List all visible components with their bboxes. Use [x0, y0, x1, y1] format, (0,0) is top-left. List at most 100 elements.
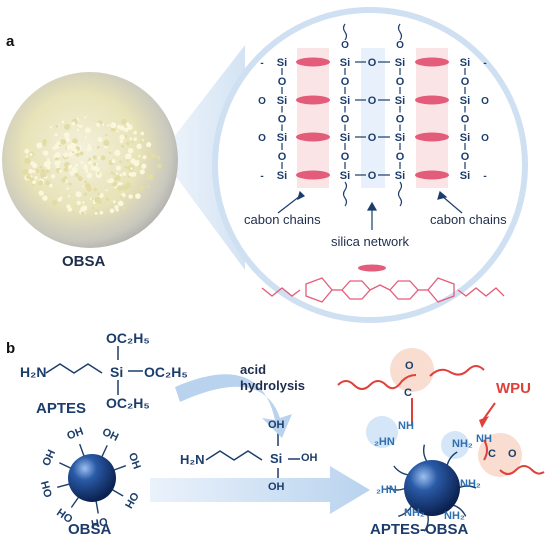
powder-grain — [140, 140, 144, 144]
powder-grain — [86, 146, 93, 152]
aptes-amine: H₂N — [20, 364, 47, 380]
o-atom: O — [396, 151, 405, 163]
product-nh2-right: NH₂ — [460, 478, 481, 490]
powder-grain — [32, 180, 37, 184]
carbon-chain-mark — [296, 170, 330, 180]
hydroxyl-bond — [112, 465, 127, 472]
o-atom: O — [278, 114, 287, 126]
carbon-chain-mark — [415, 170, 449, 180]
hydrolysis-label-1: acid — [240, 362, 267, 377]
hydroxyl-bond — [70, 495, 80, 508]
o-atom: O — [461, 151, 470, 163]
powder-grain — [119, 134, 125, 141]
powder-grain — [94, 197, 101, 204]
powder-grain — [57, 197, 62, 202]
si-atom: Si — [460, 57, 470, 69]
powder-grain — [97, 172, 100, 175]
powder-grain — [63, 167, 68, 172]
powder-grain — [55, 124, 59, 128]
silanol-oh-right: OH — [301, 452, 318, 464]
powder-grain — [68, 164, 73, 169]
carbon-band — [416, 48, 448, 188]
silanol-molecule — [205, 433, 300, 482]
powder-grain — [105, 189, 108, 192]
powder-grain — [111, 159, 116, 164]
powder-grain — [68, 182, 72, 186]
powder-grain — [133, 137, 137, 141]
powder-grain — [110, 171, 114, 175]
powder-grain — [157, 163, 162, 169]
powder-grain — [87, 144, 91, 147]
silanol-oh-top: OH — [268, 419, 285, 431]
powder-grain — [96, 122, 101, 127]
aptes-si: Si — [110, 364, 124, 380]
powder-grain — [123, 127, 129, 133]
powder-grain — [148, 152, 155, 159]
wpu-bond — [483, 439, 488, 461]
powder-grain — [49, 126, 53, 129]
powder-grain — [83, 192, 88, 196]
aptes-molecule — [45, 346, 143, 395]
maleimide-ring — [305, 277, 333, 303]
wavy-bond — [397, 181, 403, 207]
powder-grain — [133, 130, 137, 135]
si-atom: Si — [340, 95, 350, 107]
obsa-particle-label: OBSA — [68, 521, 112, 538]
aptes-oc2h5-top: OC₂H₅ — [106, 330, 150, 346]
powder-grain — [76, 129, 80, 132]
powder-grain — [130, 167, 133, 170]
alkyl-chain — [457, 287, 505, 297]
powder-grain — [51, 146, 55, 150]
panel-label-b: b — [6, 340, 16, 357]
si-atom: Si — [277, 170, 287, 182]
powder-grain — [120, 195, 123, 198]
powder-grain — [47, 181, 50, 185]
powder-grain — [31, 184, 35, 187]
terminal-atom: - — [483, 58, 486, 69]
obsa-powder — [22, 116, 162, 216]
o-atom: O — [341, 114, 350, 126]
carbon-chain-mark — [296, 57, 330, 67]
silanol-si: Si — [270, 451, 283, 466]
powder-grain — [80, 206, 86, 212]
powder-grain — [82, 185, 85, 188]
o-atom: O — [278, 151, 287, 163]
product-label: APTES-OBSA — [370, 521, 469, 538]
powder-grain — [77, 124, 80, 127]
powder-grain — [129, 137, 133, 140]
carbon-chain-mark — [415, 57, 449, 67]
powder-grain — [127, 124, 133, 130]
o-atom: O — [368, 95, 377, 107]
powder-grain — [29, 153, 33, 157]
powder-grain — [80, 160, 84, 165]
o-atom: O — [396, 114, 405, 126]
powder-grain — [119, 139, 124, 144]
powder-grain — [142, 155, 147, 160]
powder-grain — [109, 208, 115, 214]
wavy-bond — [342, 181, 348, 207]
carbon-chains-label-right: cabon chains — [430, 212, 507, 227]
powder-grain — [50, 174, 56, 179]
powder-grain — [86, 172, 93, 179]
si-atom: Si — [277, 95, 287, 107]
reaction-arrow — [150, 466, 370, 514]
product-nh2-bottom-right: NH₂ — [444, 510, 465, 522]
powder-grain — [74, 169, 78, 172]
powder-grain — [51, 200, 58, 206]
carbon-chain-mark — [415, 132, 449, 142]
silica-network-label: silica network — [331, 234, 410, 249]
aminopropyl-chain — [393, 465, 410, 476]
powder-grain — [94, 211, 98, 215]
powder-grain — [135, 193, 141, 199]
powder-grain — [66, 204, 71, 209]
o-atom: O — [368, 57, 377, 69]
powder-grain — [146, 142, 152, 148]
powder-grain — [39, 165, 43, 169]
powder-grain — [121, 119, 127, 125]
si-atom: Si — [277, 132, 287, 144]
silica-band — [361, 48, 385, 188]
hydroxyl-bond — [79, 443, 86, 458]
powder-grain — [115, 175, 121, 181]
